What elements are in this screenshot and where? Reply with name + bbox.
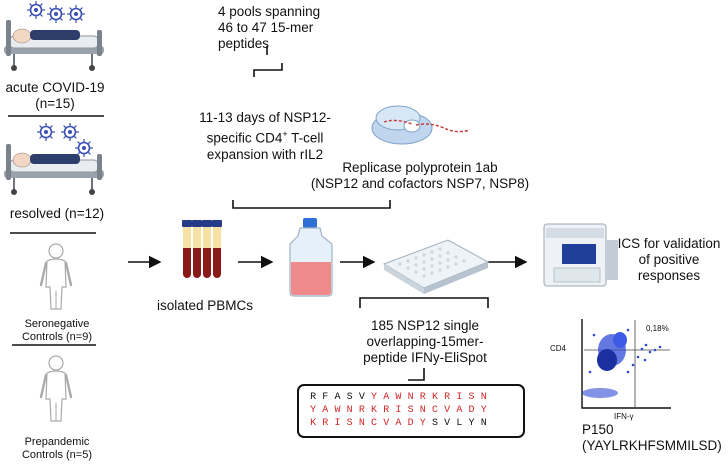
peptide-residue: R: [358, 405, 365, 416]
bracket: [359, 297, 489, 308]
peptide-residue: N: [346, 405, 353, 416]
peptide-residue: N: [407, 392, 414, 403]
peptide-residue: R: [419, 392, 426, 403]
peptide-residue: S: [431, 418, 438, 429]
peptide-residue: R: [383, 405, 390, 416]
peptide-residue: Y: [480, 405, 487, 416]
peptide-residue: V: [444, 418, 451, 429]
group-resolved-label: resolved (n=12): [9, 206, 105, 221]
peptide-residue: I: [456, 392, 463, 403]
peptide-residue: R: [310, 392, 317, 403]
flow-plot: [581, 319, 671, 409]
peptide-residue: F: [322, 392, 329, 403]
flow-dot-cloud: [582, 328, 662, 398]
peptide-residue: N: [358, 418, 365, 429]
peptide-residue: N: [480, 392, 487, 403]
peptide-residue: S: [346, 418, 353, 429]
peptide-residue: L: [456, 418, 463, 429]
peptide-residue: N: [480, 418, 487, 429]
peptide-residue: A: [395, 418, 402, 429]
seronegative-person-icon: [39, 242, 73, 311]
peptide-residue: C: [431, 405, 438, 416]
pbmc-label: isolated PBMCs: [156, 298, 254, 313]
peptide-residue: R: [444, 392, 451, 403]
peptide-residue: Y: [468, 418, 475, 429]
peptide-residue: A: [456, 405, 463, 416]
connector-line: [408, 368, 425, 381]
peptide-residue: W: [334, 405, 341, 416]
resolved-patient-bed-icon: [3, 122, 105, 196]
replicase-protein-icon: [371, 105, 471, 145]
replicase-text: Replicase polyprotein 1ab(NSP12 and cofa…: [310, 160, 530, 191]
peptide-residue: R: [322, 418, 329, 429]
peptide-residue: I: [334, 418, 341, 429]
peptide-residue: A: [334, 392, 341, 403]
peptide-residue: K: [310, 418, 317, 429]
flow-xlabel: IFN-γ: [614, 412, 634, 421]
peptide-residue: Y: [419, 418, 426, 429]
peptide-residue: A: [383, 392, 390, 403]
peptide-residue: K: [431, 392, 438, 403]
peptide-residue: A: [322, 405, 329, 416]
well-plate-icon: [382, 239, 490, 294]
peptide-residue: I: [395, 405, 402, 416]
peptide-residue: D: [407, 418, 414, 429]
peptide-residue: Y: [371, 392, 378, 403]
flow-cytometer-icon: [543, 223, 618, 287]
group-acute-label: acute COVID-19(n=15): [5, 80, 105, 111]
connector-line: [253, 63, 283, 77]
peptide-residue: V: [358, 392, 365, 403]
expansion-text: 11-13 days of NSP12- specific CD4+ T-cel…: [199, 110, 331, 162]
flow-quadrant-value: 0,18%: [646, 324, 669, 333]
acute-patient-bed-icon: [3, 0, 105, 72]
peptide-residue: W: [395, 392, 402, 403]
peptide-residue: S: [468, 392, 475, 403]
peptide-residue: V: [383, 418, 390, 429]
peptide-residue: N: [419, 405, 426, 416]
peptide-residue: D: [468, 405, 475, 416]
peptide-residue: Y: [310, 405, 317, 416]
result-text: P150(YAYLRKHFSMMILSD): [582, 422, 722, 453]
peptide-residue: C: [371, 418, 378, 429]
culture-flask-icon: [289, 218, 333, 297]
prepandemic-person-icon: [39, 354, 73, 423]
bracket: [232, 200, 391, 209]
peptide-residue: V: [444, 405, 451, 416]
peptide-residue: S: [407, 405, 414, 416]
flow-ylabel: CD4: [550, 344, 567, 353]
peptide-residue: S: [346, 392, 353, 403]
blood-tubes-icon: [182, 220, 222, 278]
peptide-residue: K: [371, 405, 378, 416]
